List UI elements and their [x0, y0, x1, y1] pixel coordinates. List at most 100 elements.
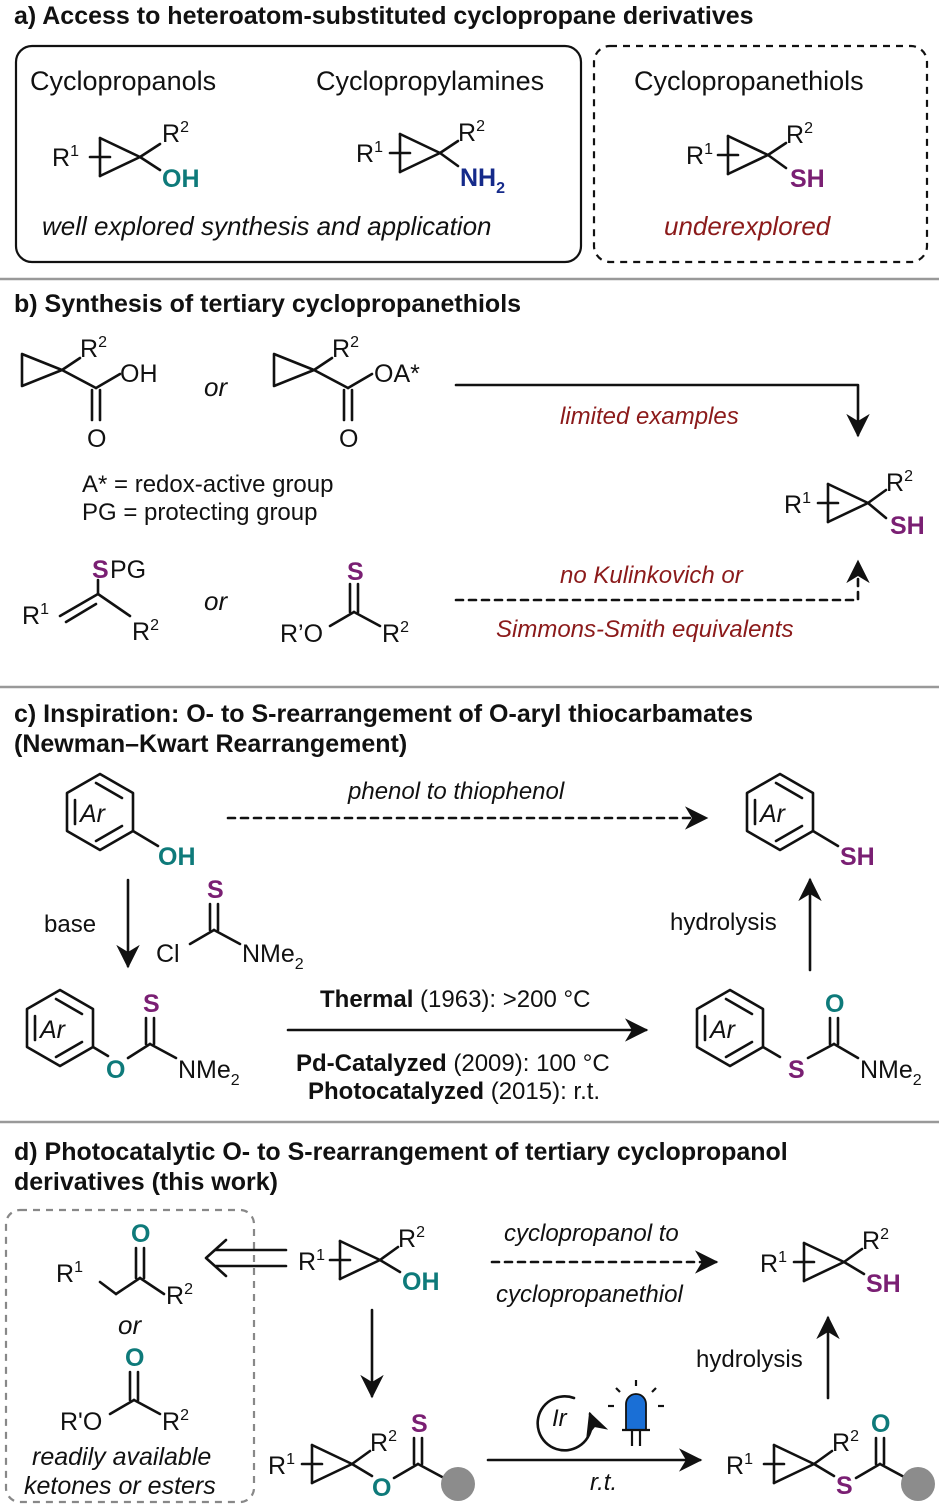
- svg-text:Ar: Ar: [38, 1016, 67, 1044]
- cyclopropanol-d-structure: R1 R2 OH: [298, 1224, 440, 1296]
- svg-text:R2: R2: [886, 468, 913, 497]
- o-aryl-thiocarbamate-structure: Ar O S NMe2: [25, 988, 240, 1089]
- svg-text:R1: R1: [760, 1249, 787, 1278]
- svg-text:R2: R2: [832, 1428, 859, 1457]
- section-d-title-2: derivatives (this work): [14, 1168, 278, 1196]
- simmons-smith-label: Simmons-Smith equivalents: [496, 616, 793, 643]
- base-label: base: [44, 911, 96, 938]
- thiophenol-structure: Ar SH: [745, 772, 875, 871]
- cyclopropanethiol-d-structure: R1 R2 SH: [760, 1226, 901, 1298]
- cyclopropanethiols-label: Cyclopropanethiols: [634, 66, 864, 96]
- cyclopropanethiol-structure: R1 R2 SH: [686, 120, 825, 193]
- pd-condition: Pd-Catalyzed (2009): 100 °C: [296, 1050, 610, 1077]
- svg-text:R2: R2: [162, 119, 189, 148]
- svg-text:Ir: Ir: [552, 1405, 568, 1432]
- vinyl-sulfide-structure: R1 S PG R2: [22, 556, 159, 646]
- limited-examples-arrow: [454, 383, 870, 438]
- svg-text:R'O: R'O: [60, 1408, 102, 1436]
- svg-text:O: O: [87, 425, 106, 453]
- o-cyclopropyl-substrate-structure: R1 R2 O S: [268, 1410, 475, 1502]
- svg-text:R1: R1: [298, 1247, 325, 1276]
- svg-text:O: O: [871, 1410, 890, 1438]
- thionoester-structure: S R’O R2: [280, 558, 409, 648]
- svg-text:OH: OH: [158, 843, 196, 871]
- svg-text:S: S: [788, 1056, 805, 1084]
- limited-examples-label: limited examples: [560, 403, 739, 430]
- carboxylic-acid-structure: R2 OH O: [20, 334, 158, 453]
- no-kulinkovich-label: no Kulinkovich or: [560, 562, 744, 589]
- or-label-1: or: [204, 372, 228, 402]
- iridium-catalyst-cycle: Ir: [536, 1395, 609, 1452]
- svg-text:O: O: [125, 1344, 144, 1372]
- section-b-title: b) Synthesis of tertiary cyclopropanethi…: [14, 290, 521, 318]
- underexplored-box: [592, 44, 929, 264]
- svg-text:SH: SH: [890, 512, 925, 540]
- thermal-condition: Thermal (1963): >200 °C: [320, 986, 590, 1013]
- svg-text:R2: R2: [862, 1226, 889, 1255]
- svg-text:R2: R2: [398, 1224, 425, 1253]
- readily-available-label: readily available: [32, 1443, 211, 1471]
- s-cyclopropyl-product-structure: R1 R2 S O: [726, 1410, 935, 1501]
- svg-text:R1: R1: [22, 601, 49, 630]
- ketone-structure: O R1 R2: [56, 1220, 193, 1310]
- rt-label: r.t.: [590, 1469, 617, 1496]
- svg-text:R2: R2: [382, 619, 409, 648]
- svg-text:R1: R1: [784, 490, 811, 519]
- substituent-ball-1: [441, 1467, 475, 1501]
- svg-text:OH: OH: [120, 360, 158, 388]
- or-label-3: or: [118, 1310, 142, 1340]
- svg-text:S: S: [347, 558, 364, 586]
- cyclopropylamines-label: Cyclopropylamines: [316, 66, 544, 96]
- section-c-title-1: c) Inspiration: O- to S-rearrangement of…: [14, 700, 753, 728]
- cyclopropylamine-structure: R1 R2 NH2: [356, 118, 505, 197]
- section-c-title-2: (Newman–Kwart Rearrangement): [14, 730, 407, 758]
- section-a-title: a) Access to heteroatom-substituted cycl…: [14, 2, 754, 30]
- no-equivalent-arrow: [454, 559, 870, 602]
- svg-text:SH: SH: [840, 843, 875, 871]
- svg-text:R2: R2: [786, 120, 813, 149]
- photo-condition: Photocatalyzed (2015): r.t.: [308, 1078, 600, 1105]
- svg-text:R1: R1: [268, 1451, 295, 1480]
- precursor-box: [4, 1208, 256, 1504]
- ester-structure: O R'O R2: [60, 1344, 189, 1436]
- well-explored-note: well explored synthesis and application: [42, 211, 492, 241]
- svg-text:R2: R2: [332, 334, 359, 363]
- svg-text:R1: R1: [56, 1259, 83, 1288]
- svg-text:NMe2: NMe2: [178, 1056, 240, 1089]
- svg-text:R2: R2: [162, 1407, 189, 1436]
- svg-text:R2: R2: [166, 1281, 193, 1310]
- redox-active-ester-structure: R2 OA* O: [272, 334, 420, 453]
- phenol-structure: Ar OH: [65, 772, 196, 871]
- thiol-group: SH: [790, 165, 825, 193]
- phenol-to-thiophenol-label: phenol to thiophenol: [347, 778, 565, 805]
- hydrolysis-label-c: hydrolysis: [670, 909, 777, 936]
- svg-text:Ar: Ar: [758, 800, 787, 828]
- svg-text:O: O: [106, 1056, 125, 1084]
- underexplored-note: underexplored: [664, 211, 832, 241]
- svg-text:S: S: [836, 1472, 853, 1500]
- svg-text:S: S: [207, 876, 224, 904]
- svg-text:NMe2: NMe2: [242, 940, 304, 973]
- svg-text:Ar: Ar: [708, 1016, 737, 1044]
- svg-text:NMe2: NMe2: [860, 1056, 922, 1089]
- svg-text:R2: R2: [132, 617, 159, 646]
- svg-text:PG: PG: [110, 556, 146, 584]
- target-cyclopropanethiol-b: R1 R2 SH: [784, 468, 925, 540]
- svg-text:R2: R2: [80, 334, 107, 363]
- retrosynthesis-arrow: [204, 1238, 288, 1278]
- svg-text:S: S: [92, 556, 109, 584]
- svg-text:Cl: Cl: [156, 940, 180, 968]
- redox-definition: A* = redox-active group: [82, 471, 333, 498]
- svg-text:R2: R2: [370, 1428, 397, 1457]
- svg-text:OH: OH: [402, 1268, 440, 1296]
- section-d-title-1: d) Photocatalytic O- to S-rearrangement …: [14, 1138, 788, 1166]
- substituent-ball-2: [901, 1467, 935, 1501]
- cyclopropanol-structure: R1 R2 OH: [52, 119, 200, 193]
- svg-text:O: O: [372, 1474, 391, 1502]
- svg-text:R1: R1: [726, 1451, 753, 1480]
- thiocarbamoyl-chloride-structure: S Cl NMe2: [156, 876, 304, 973]
- svg-text:R’O: R’O: [280, 620, 323, 648]
- ketones-esters-label: ketones or esters: [24, 1472, 216, 1500]
- amine-group: NH2: [460, 164, 505, 197]
